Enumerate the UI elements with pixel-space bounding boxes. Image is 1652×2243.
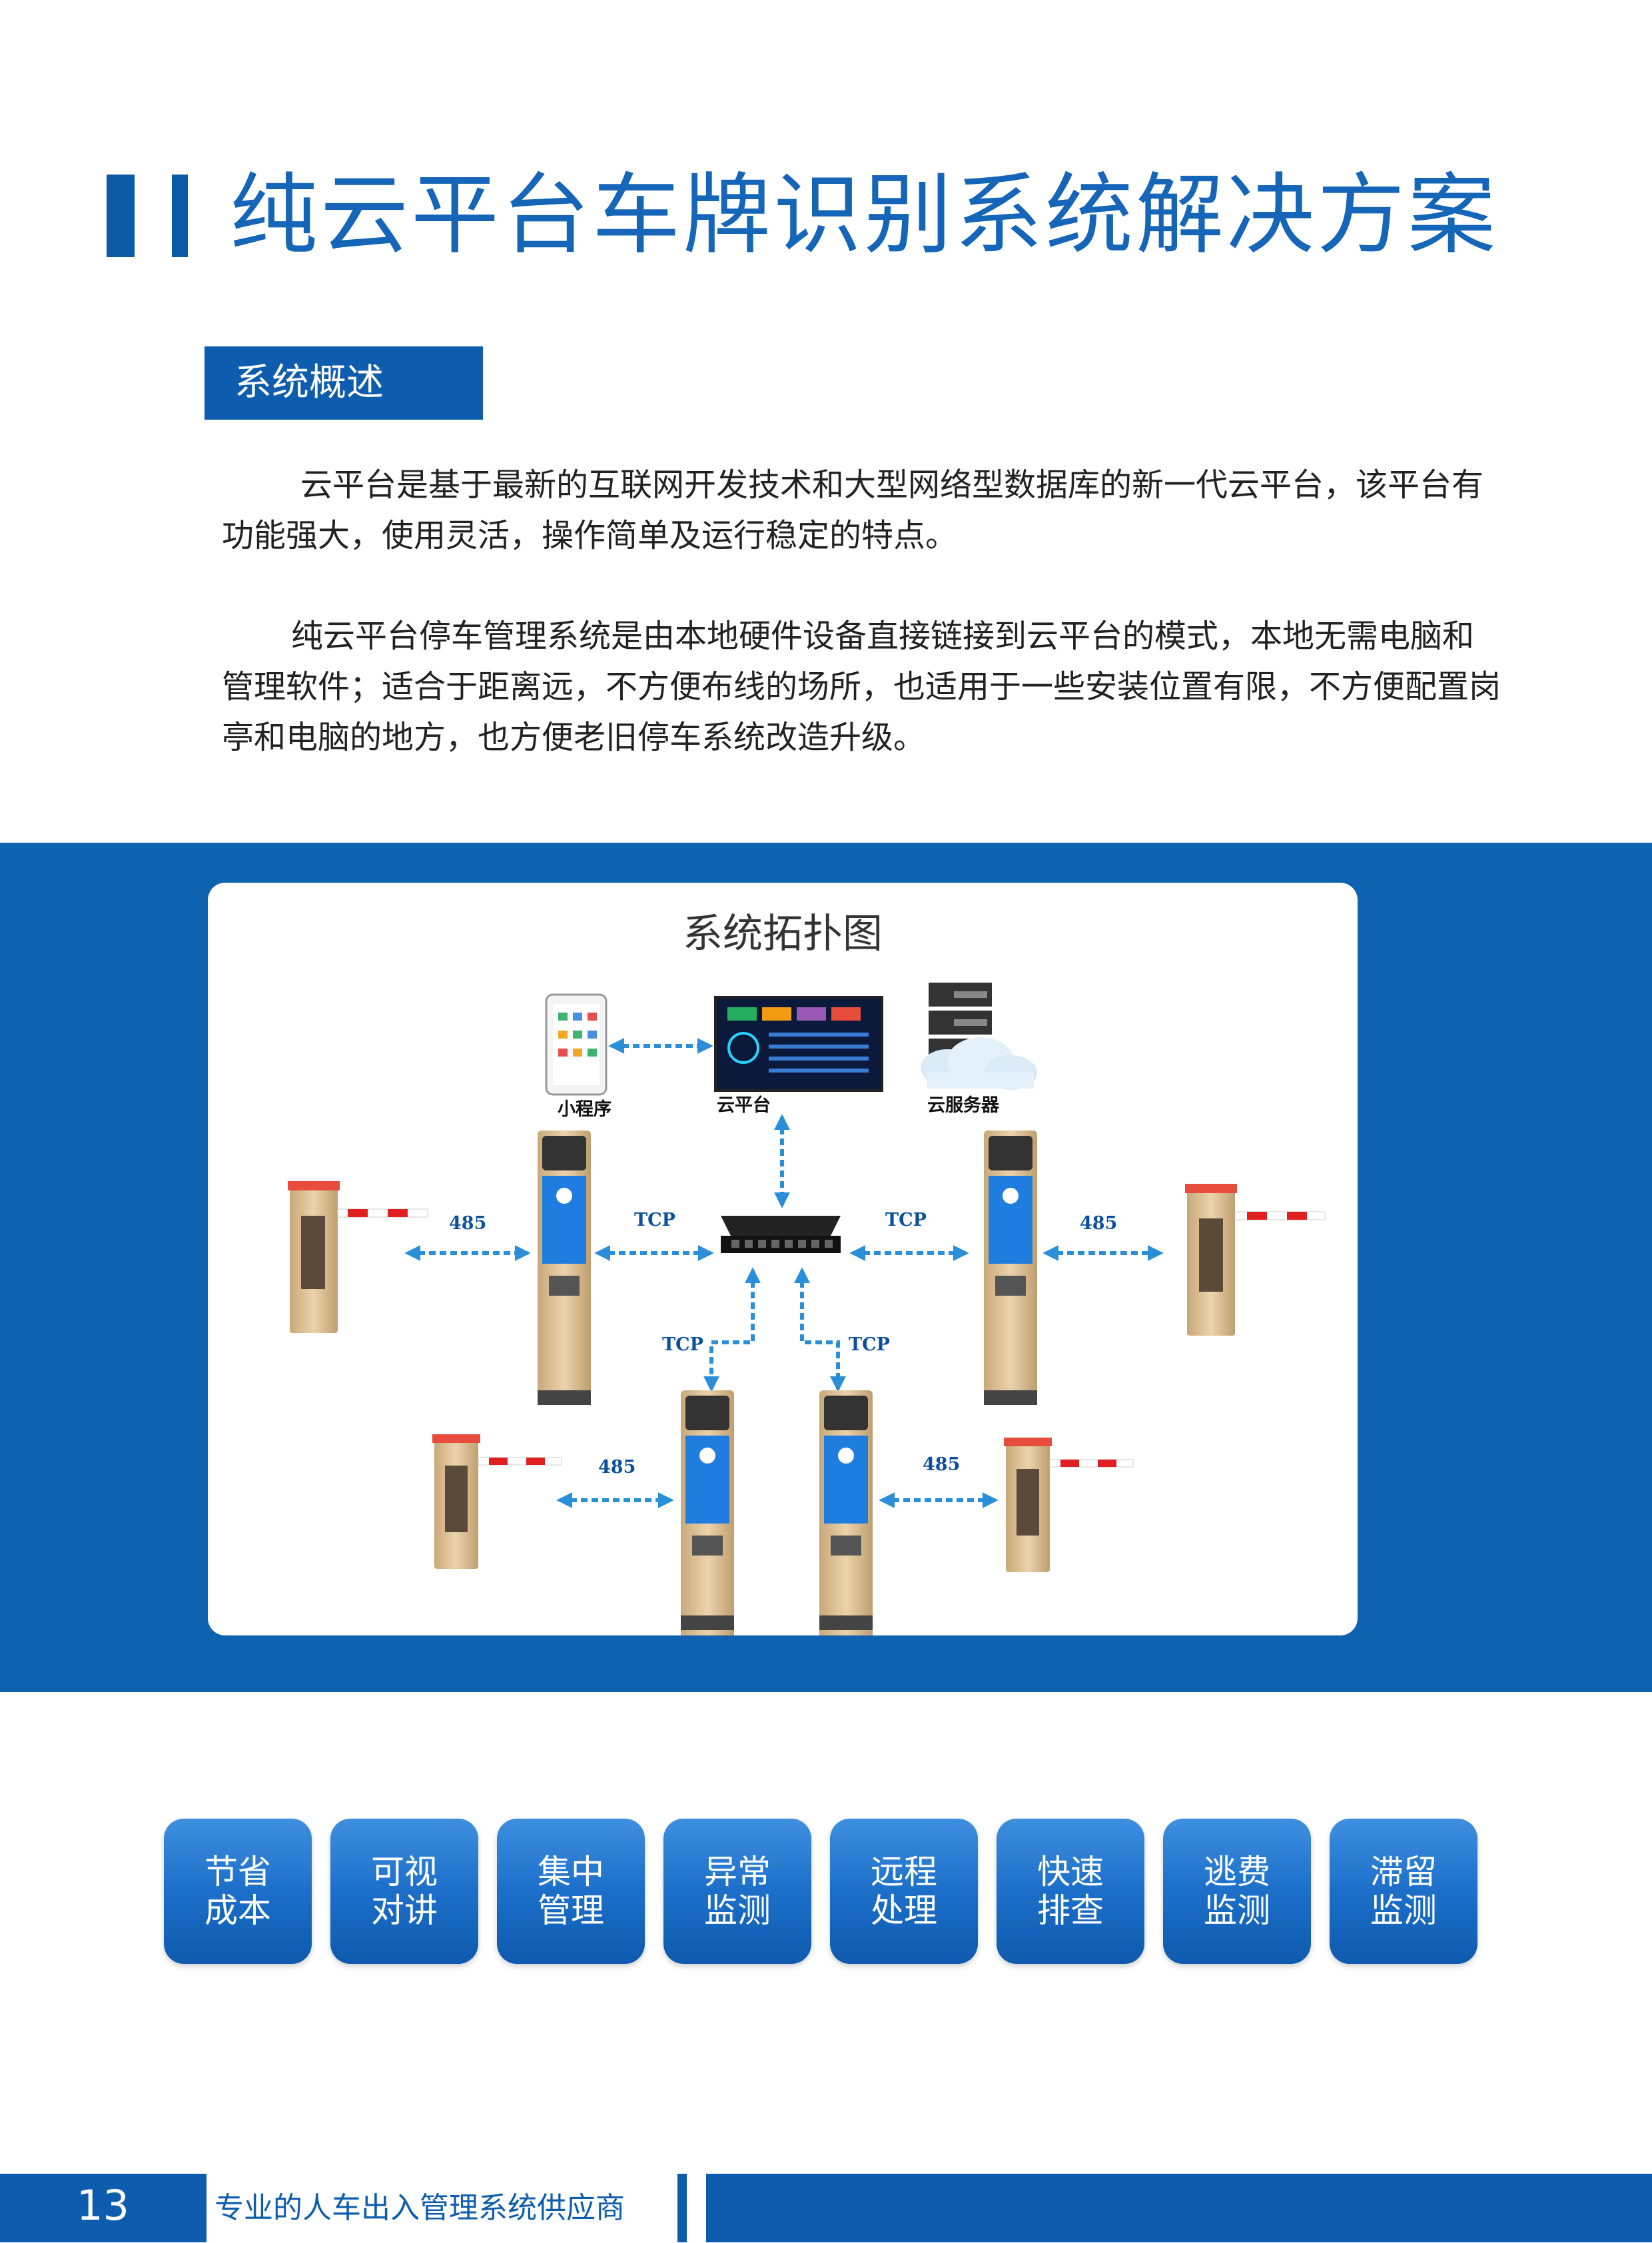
cloud-server-icon <box>921 983 1037 1090</box>
feature-line: 节省 <box>205 1853 271 1891</box>
feature-line: 排查 <box>1037 1891 1104 1930</box>
footer-tagline: 专业的人车出入管理系统供应商 <box>214 2191 625 2225</box>
feature-line: 监测 <box>1204 1891 1270 1930</box>
overview-paragraph-1: 云平台是基于最新的互联网开发技术和大型网络型数据库的新一代云平台，该平台有功能强… <box>222 466 1484 554</box>
feature-line: 成本 <box>205 1891 271 1930</box>
label-tcp-bottom-right: TCP <box>849 1334 890 1355</box>
feature-tile: 逃费 监测 <box>1163 1819 1311 1964</box>
barrier-gate-right <box>1185 1184 1326 1336</box>
title-accent-bar-thin <box>172 175 188 257</box>
tcp-arrow-bottom-right <box>794 1267 846 1392</box>
barrier-gate-bottom-right <box>1004 1438 1134 1572</box>
feature-line: 监测 <box>704 1891 771 1930</box>
topology-diagram: 小程序 云平台 云服务器 <box>288 983 1326 1635</box>
page-number: 13 <box>77 2181 129 2230</box>
dashboard-monitor-icon <box>714 996 883 1092</box>
feature-line: 逃费 <box>1204 1853 1270 1891</box>
feature-line: 滞留 <box>1370 1853 1437 1891</box>
label-tcp-left: TCP <box>634 1210 675 1230</box>
feature-line: 管理 <box>538 1891 604 1930</box>
footer-right-block <box>706 2174 1652 2242</box>
topology-panel: 系统拓扑图 小程序 <box>208 883 1358 1635</box>
feature-tile: 异常 监测 <box>663 1819 811 1964</box>
label-cloud-server: 云服务器 <box>927 1095 1000 1116</box>
barrier-gate-bottom-left <box>432 1434 562 1569</box>
feature-line: 远程 <box>871 1853 937 1891</box>
feature-tile: 滞留 监测 <box>1330 1819 1477 1964</box>
feature-line: 对讲 <box>371 1891 438 1930</box>
recognition-column-left <box>538 1130 591 1405</box>
barrier-gate-left <box>288 1181 428 1333</box>
feature-line: 异常 <box>704 1853 771 1891</box>
page-title: 纯云平台车牌识别系统解决方案 <box>230 164 1498 266</box>
feature-line: 集中 <box>538 1853 604 1891</box>
feature-line: 快速 <box>1037 1853 1104 1891</box>
tcp-arrow-bottom-left <box>703 1267 761 1392</box>
feature-tile: 集中 管理 <box>497 1819 645 1964</box>
label-485-right: 485 <box>1080 1213 1117 1234</box>
label-tcp-bottom-left: TCP <box>662 1334 703 1355</box>
recognition-column-right <box>984 1130 1037 1405</box>
feature-line: 可视 <box>371 1853 438 1891</box>
title-accent-bar <box>107 175 135 257</box>
recognition-column-bottom-left <box>681 1390 734 1635</box>
label-485-left: 485 <box>449 1213 486 1234</box>
label-485-bottom-right: 485 <box>923 1454 960 1475</box>
feature-tile: 节省 成本 <box>164 1819 312 1964</box>
recognition-column-bottom-right <box>819 1390 873 1635</box>
feature-tile: 可视 对讲 <box>330 1819 478 1964</box>
label-mini-program: 小程序 <box>558 1099 612 1120</box>
section-label: 系统概述 <box>205 346 483 420</box>
topology-title: 系统拓扑图 <box>683 911 883 957</box>
feature-line: 处理 <box>871 1891 937 1930</box>
overview-paragraph-2: 纯云平台停车管理系统是由本地硬件设备直接链接到云平台的模式，本地无需电脑和管理软… <box>222 618 1501 756</box>
network-switch-icon <box>721 1216 841 1253</box>
label-tcp-right: TCP <box>885 1210 927 1230</box>
label-cloud-platform: 云平台 <box>717 1095 771 1116</box>
phone-icon <box>545 993 608 1096</box>
feature-line: 监测 <box>1370 1891 1437 1930</box>
feature-tile: 远程 处理 <box>830 1819 978 1964</box>
feature-tile: 快速 排查 <box>997 1819 1144 1964</box>
label-485-bottom-left: 485 <box>598 1457 635 1478</box>
footer-divider <box>677 2174 687 2242</box>
footer-left-block <box>0 2174 206 2242</box>
